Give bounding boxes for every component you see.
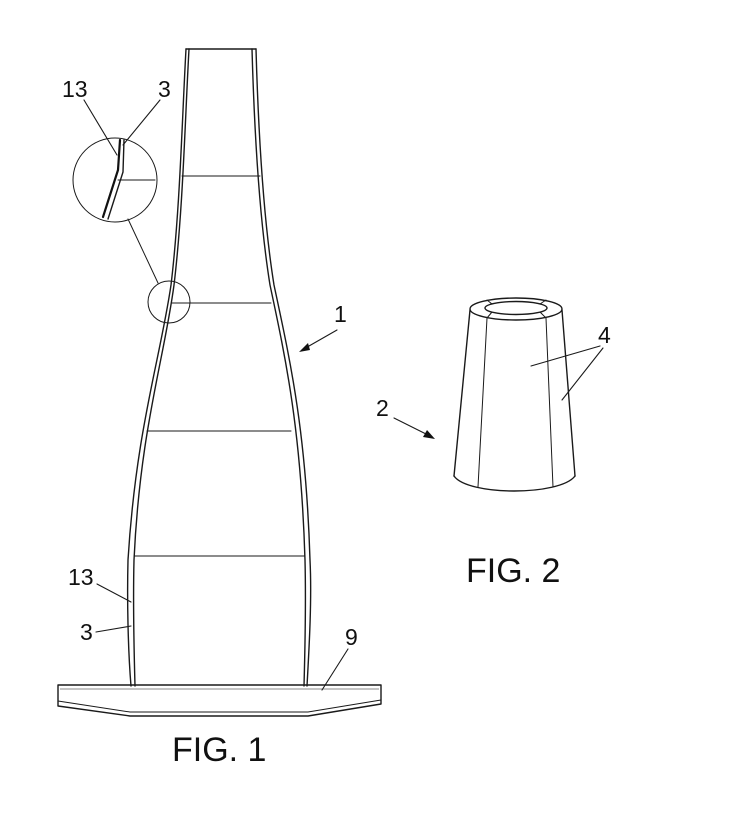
detail-magnifier	[72, 99, 191, 324]
tower-right-inner-wall	[251, 48, 307, 687]
segment-rim-seam-1	[486, 311, 493, 319]
detail-3-leader	[122, 99, 161, 146]
panel-ref-4-leader-b	[561, 347, 604, 401]
segment-rim-seam-3	[486, 299, 493, 305]
side-ref-13-leader	[96, 583, 132, 603]
segment-rim-seam-2	[539, 311, 547, 319]
side-ref-3: 3	[80, 619, 93, 645]
fig1-caption: FIG. 1	[172, 731, 266, 769]
segment-panel-seam-left	[477, 317, 488, 488]
segment-rim-seam-4	[539, 299, 547, 305]
segment-panel-seam-right	[545, 317, 554, 488]
panel-ref-4: 4	[598, 322, 611, 348]
detail-enlarged-circle	[72, 137, 158, 223]
segment-ref-2-arrowhead	[423, 430, 435, 439]
base-foundation-inner-edge	[57, 699, 382, 713]
base-foundation	[57, 684, 382, 717]
tower-ref-1-arrowhead	[299, 343, 310, 352]
segment-top-inner-ellipse	[484, 300, 548, 316]
detail-13-leader	[83, 99, 118, 156]
panel-ref-4-leader-a	[530, 345, 601, 367]
base-ref-9-leader	[321, 648, 349, 691]
segment-left-side	[453, 309, 471, 477]
segment-top-outer-ellipse	[469, 297, 563, 321]
tower-left-outer-wall	[126, 48, 187, 687]
side-ref-13: 13	[68, 564, 94, 590]
base-ref-9: 9	[345, 624, 358, 650]
detail-wall-inner	[107, 139, 125, 220]
tower-left-inner-wall	[132, 48, 190, 687]
tower-ref-1: 1	[334, 301, 347, 327]
detail-wall-outer	[101, 138, 122, 219]
fig2-caption: FIG. 2	[466, 552, 560, 590]
segment-figure	[453, 297, 576, 492]
tower-right-outer-wall	[255, 48, 312, 687]
detail-ref-3: 3	[158, 76, 171, 102]
segment-right-side	[561, 309, 576, 477]
detail-target-circle	[147, 280, 191, 324]
tower-figure	[57, 48, 382, 717]
segment-bottom-edge	[453, 475, 576, 492]
side-ref-3-leader	[95, 625, 132, 633]
segment-ref-2: 2	[376, 395, 389, 421]
detail-ref-13: 13	[62, 76, 88, 102]
detail-connector-line	[127, 218, 159, 284]
